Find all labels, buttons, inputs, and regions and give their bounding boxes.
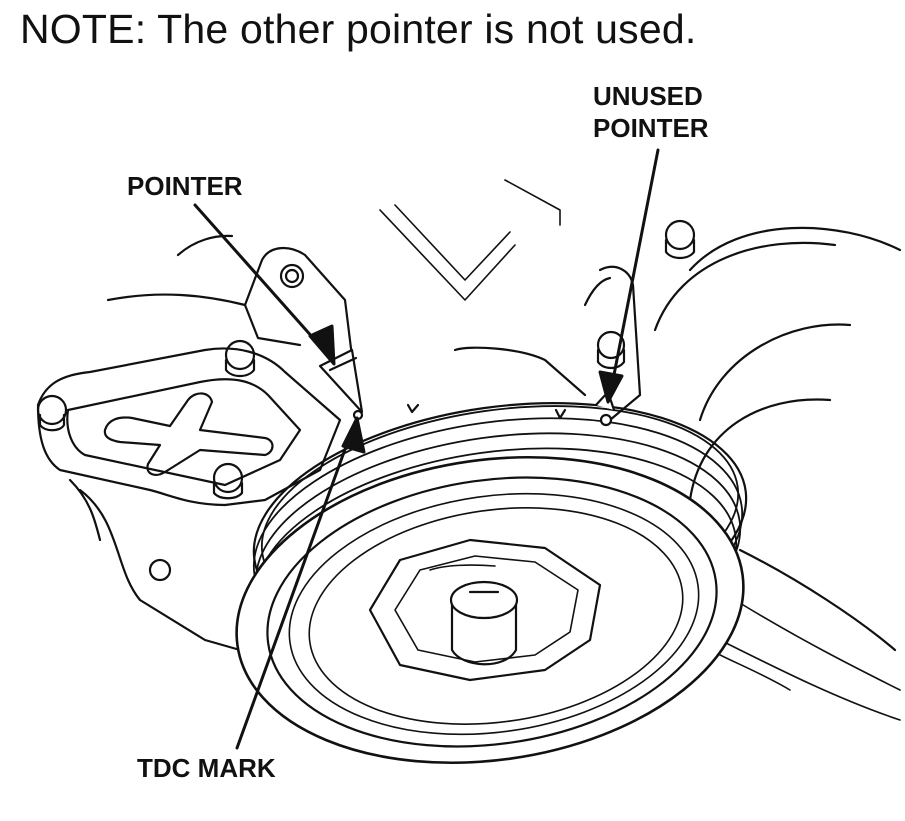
timing-cover — [640, 228, 900, 720]
upper-cover-rib — [380, 180, 560, 300]
unused-pointer-label-line1: UNUSED — [593, 81, 703, 111]
pointer-label: POINTER — [127, 171, 243, 201]
tdc-mark-label: TDC MARK — [137, 753, 276, 783]
unused-pointer-label: UNUSED POINTER — [593, 80, 709, 144]
unused-pointer-label-line2: POINTER — [593, 113, 709, 143]
left-bracket — [108, 236, 358, 405]
note-text: NOTE: The other pointer is not used. — [20, 6, 697, 52]
crankshaft-pulley — [217, 374, 764, 794]
leader-arrows — [195, 150, 658, 748]
pump-flange — [38, 341, 340, 650]
